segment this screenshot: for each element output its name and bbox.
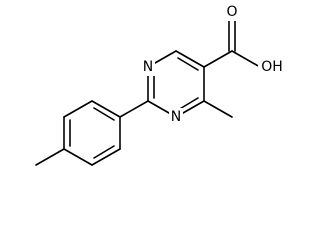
- bond-c2-aryl: [119, 100, 149, 118]
- atom-hydroxyl: OH: [258, 58, 286, 76]
- bond-ar5-ar6-double: [93, 145, 115, 159]
- pyrimidine-ring: [147, 50, 205, 118]
- carboxyl-group: [203, 19, 261, 68]
- atom-label-n3: N: [171, 109, 181, 125]
- bond-ar1-ar2: [91, 100, 121, 118]
- molecule-drawing: N N O OH: [35, 3, 286, 166]
- structure-canvas: N N O OH: [35, 3, 286, 166]
- bond-c6-c5-double: [177, 57, 199, 71]
- atom-label-n1: N: [143, 59, 153, 75]
- bond-c5-ccooh: [203, 50, 233, 68]
- bond-ccooh-oh: [231, 50, 261, 68]
- bond-c6-c5: [175, 50, 205, 68]
- atom-label-hydroxyl: OH: [261, 59, 283, 75]
- bond-ar1-ar2-double: [93, 107, 115, 121]
- bond-ar5-ar6: [91, 148, 121, 166]
- bond-ar4-ar5: [63, 148, 93, 166]
- bond-ar2-ar3: [63, 100, 93, 118]
- atom-label-carbonyl-o: O: [226, 4, 237, 20]
- bond-c4-methyl: [203, 100, 233, 118]
- atom-n3: N: [169, 108, 183, 126]
- atom-n1: N: [141, 58, 155, 76]
- bond-ar4-methyl: [35, 148, 65, 166]
- tolyl-ring: [63, 100, 121, 166]
- atom-carbonyl-o: O: [225, 3, 239, 21]
